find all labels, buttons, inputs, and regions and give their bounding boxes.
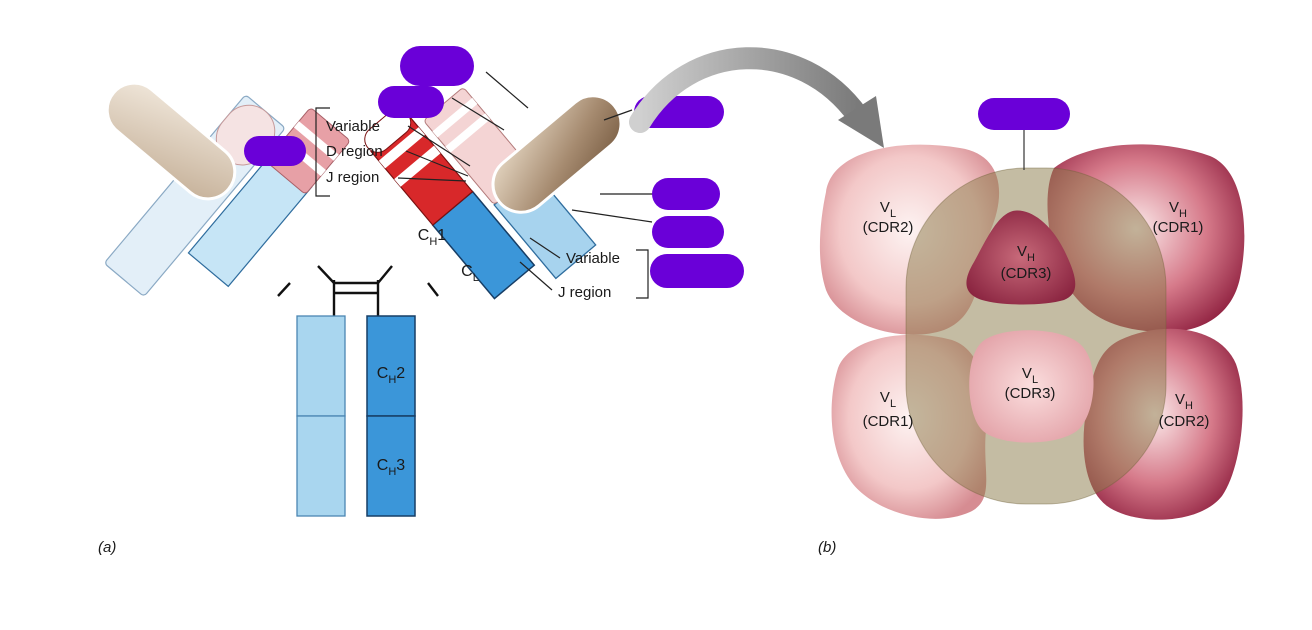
panel-b-caption: (b) (818, 539, 836, 556)
heavy-chain-bracket (315, 107, 471, 197)
ch3-domain (366, 415, 416, 517)
region-vl-cdr3 (969, 330, 1094, 443)
ch2-label: CH2 (377, 365, 406, 386)
redacted-label-1 (400, 46, 474, 86)
label-vh-cdr1-cdr: (CDR1) (1153, 219, 1204, 236)
ch2-domain (366, 315, 416, 417)
left-heavy-variable (266, 108, 350, 194)
region-vh-cdr3 (966, 210, 1076, 305)
label-vl-cdr2: VL (880, 199, 896, 220)
zoom-arrow (629, 47, 884, 148)
hinge-region (277, 265, 439, 316)
right-light-stripe-1 (432, 97, 478, 138)
label-vh-cdr3: VH (1017, 243, 1035, 264)
redacted-label-5 (652, 178, 720, 210)
heavy-j-region-label: J region (326, 169, 379, 186)
redacted-label-6 (652, 216, 724, 248)
heavy-variable-label: Variable (326, 118, 380, 135)
label-vl-cdr3-cdr: (CDR3) (1005, 385, 1056, 402)
panel-a-caption: (a) (98, 539, 116, 556)
label-vl-cdr1-cdr: (CDR1) (863, 413, 914, 430)
cl-label: CL (461, 263, 479, 284)
ch3-label: CH3 (377, 457, 406, 478)
right-light-stripe-2 (445, 113, 491, 153)
redacted-label-7 (650, 254, 744, 288)
redacted-label-8 (978, 98, 1070, 130)
ch1-label: CH1 (418, 227, 447, 248)
panel-a: CH2 CH3 CH1 CL Variable D region (98, 46, 744, 556)
label-vl-cdr3: VL (1022, 365, 1038, 386)
label-vh-cdr2-cdr: (CDR2) (1159, 413, 1210, 430)
heavy-d-region-label: D region (326, 143, 383, 160)
light-chain-bracket (451, 71, 654, 299)
label-vl-cdr2-cdr: (CDR2) (863, 219, 914, 236)
label-vh-cdr1: VH (1169, 199, 1187, 220)
light-j-region-label: J region (558, 284, 611, 301)
right-heavy-stripe-1 (378, 127, 426, 169)
label-vh-cdr3-cdr: (CDR3) (1001, 265, 1052, 282)
label-vh-cdr2: VH (1175, 391, 1193, 412)
redacted-label-2 (378, 86, 444, 118)
right-heavy-stripe-2 (394, 145, 441, 187)
redacted-label-3 (244, 136, 306, 166)
label-vl-cdr1: VL (880, 389, 896, 410)
bound-antigen (491, 94, 623, 214)
panel-b: VL (CDR2) VH (CDR1) VH (CDR3) VL (CDR3) … (818, 98, 1245, 556)
fc-light-stem-lower (296, 415, 346, 517)
fc-light-stem-upper (296, 315, 346, 417)
left-antigen (105, 81, 237, 201)
light-variable-label: Variable (566, 250, 620, 267)
